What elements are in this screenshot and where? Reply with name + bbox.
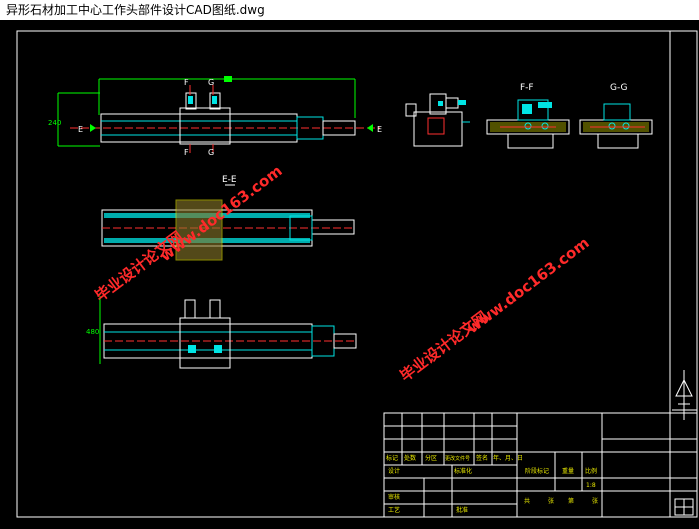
plan-view[interactable]: 480 — [86, 296, 357, 369]
marker-g-bottom: G — [208, 148, 214, 157]
tb-scale-label: 比例 — [585, 467, 597, 475]
tb-standardization: 标准化 — [454, 467, 472, 475]
marker-e-left: E — [78, 125, 83, 134]
side-view[interactable] — [405, 93, 470, 147]
watermark-site-2: 毕业设计论文网 — [397, 308, 492, 386]
svg-text:480: 480 — [86, 328, 99, 336]
tb-header-signature: 签名 — [476, 454, 488, 462]
section-ff-view[interactable] — [486, 99, 570, 149]
cad-viewport[interactable]: 240 F G F G E E F-F — [0, 20, 699, 525]
tb-header-zone: 分区 — [425, 454, 437, 462]
tb-sheet-no-prefix: 第 — [568, 497, 574, 505]
tb-header-count: 处数 — [404, 454, 416, 462]
tb-row-process: 工艺 — [388, 506, 400, 514]
section-gg-label: G-G — [610, 83, 628, 93]
tb-scale-value: 1:8 — [586, 482, 596, 489]
title-block[interactable] — [383, 412, 698, 518]
tb-sheets-total-prefix: 共 — [524, 497, 530, 505]
marker-e-right: E — [377, 125, 382, 134]
section-ff-label: F-F — [520, 83, 534, 93]
tb-stage-mark: 阶段标记 — [525, 467, 549, 475]
svg-text:240: 240 — [48, 119, 61, 127]
tb-row-design: 设计 — [388, 467, 400, 475]
ucs-icon[interactable] — [672, 370, 697, 420]
window-title: 异形石材加工中心工作头部件设计CAD图纸.dwg — [0, 0, 699, 20]
tb-sheet-no-suffix: 张 — [592, 497, 598, 505]
drawing-frame — [16, 30, 698, 518]
viewcube-icon[interactable] — [674, 498, 694, 516]
section-ee-label: E-E — [222, 175, 237, 185]
section-ee-view[interactable] — [101, 184, 355, 261]
tb-sheets-total-suffix: 张 — [548, 497, 554, 505]
section-gg-view[interactable] — [579, 103, 653, 149]
marker-f-top: F — [184, 78, 189, 87]
svg-text:毕业设计论文网: 毕业设计论文网 — [397, 308, 492, 386]
tb-approve: 批准 — [456, 506, 468, 514]
tb-weight: 重量 — [562, 467, 574, 475]
tb-header-change-doc: 更改文件号 — [445, 455, 470, 462]
tb-header-date: 年、月、日 — [493, 454, 523, 462]
marker-f-bottom: F — [184, 148, 189, 157]
tb-header-mark: 标记 — [386, 454, 398, 462]
main-assembly-view[interactable]: 240 — [48, 76, 380, 153]
tb-row-review: 审核 — [388, 493, 400, 501]
marker-g-top: G — [208, 78, 214, 87]
